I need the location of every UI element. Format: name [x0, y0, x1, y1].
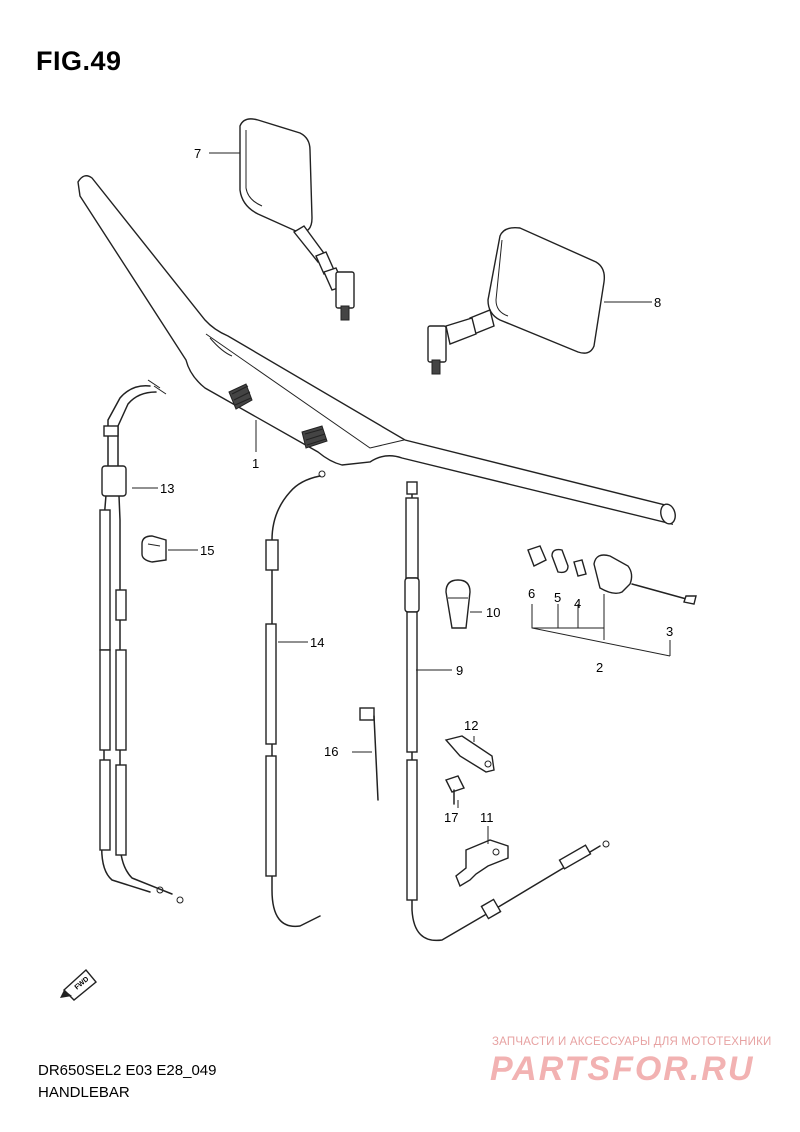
handlebar-tube[interactable]: [77, 175, 677, 526]
balancer-spacer-5: [551, 548, 569, 574]
bolt-17[interactable]: [445, 775, 465, 805]
handlebar-grip-knurl-right: [301, 425, 328, 449]
section-name: HANDLEBAR: [38, 1084, 130, 1101]
callout-14: 14: [310, 635, 324, 650]
callout-8: 8: [654, 295, 661, 310]
watermark-brand: PARTSFOR.RU: [490, 1050, 755, 1088]
watermark-tagline: ЗАПЧАСТИ И АКСЕССУАРЫ ДЛЯ МОТОТЕХНИКИ: [492, 1036, 772, 1048]
lever-cover-cap[interactable]: [445, 579, 471, 629]
figure-title: FIG.49: [36, 46, 122, 76]
model-code: DR650SEL2 E03 E28_049: [38, 1062, 217, 1079]
forward-direction-arrow: FWD: [60, 968, 97, 1001]
balancer-washer-4: [573, 559, 587, 577]
balancer-nut-6: [527, 545, 547, 567]
callout-17: 17: [444, 810, 458, 825]
mirror-left[interactable]: [239, 118, 355, 321]
handlebar-grip-knurl-left: [228, 383, 253, 410]
callout-15: 15: [200, 543, 214, 558]
handlebar-balancer-assembly[interactable]: [527, 545, 697, 605]
callout-numbers: 1 2 3 4 5 6 7 8 9 10 11 12 13 14 15 16 1…: [160, 146, 673, 825]
callout-4: 4: [574, 596, 581, 611]
cable-clamp[interactable]: [141, 535, 167, 563]
callout-leaders: [132, 152, 671, 844]
choke-cable[interactable]: [265, 470, 326, 928]
callout-6: 6: [528, 586, 535, 601]
cable-strap[interactable]: [359, 707, 379, 801]
callout-11: 11: [480, 810, 494, 825]
cable-bracket-11[interactable]: [455, 839, 509, 888]
callout-12: 12: [464, 718, 478, 733]
callout-9: 9: [456, 663, 463, 678]
mirror-right[interactable]: [427, 226, 606, 375]
callout-7: 7: [194, 146, 201, 161]
callout-5: 5: [554, 590, 561, 605]
cable-bracket-12[interactable]: [444, 735, 495, 773]
clutch-cable[interactable]: [404, 481, 610, 942]
callout-16: 16: [324, 744, 338, 759]
callout-2: 2: [596, 660, 603, 675]
callout-3: 3: [666, 624, 673, 639]
balancer-weight: [593, 554, 633, 595]
throttle-cable-assembly[interactable]: [99, 379, 184, 904]
callout-13: 13: [160, 481, 174, 496]
callout-1: 1: [252, 456, 259, 471]
callout-10: 10: [486, 605, 500, 620]
balancer-bolt-3: [683, 595, 697, 605]
